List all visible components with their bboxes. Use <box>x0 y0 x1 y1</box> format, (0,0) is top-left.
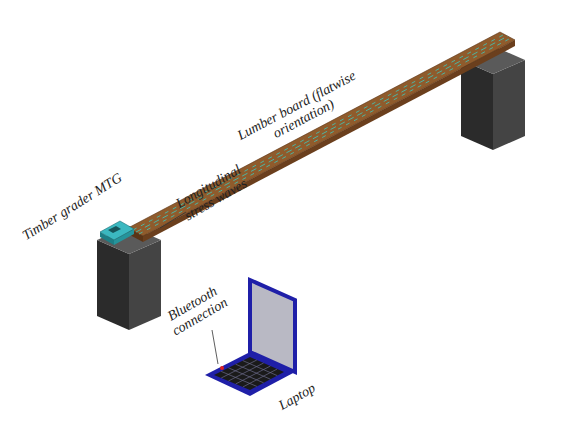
connection-label: Bluetooth connection <box>152 276 240 344</box>
bluetooth-dot <box>220 366 224 370</box>
stress-wave <box>133 34 505 230</box>
keyboard-line <box>243 361 277 376</box>
stress-wave <box>136 36 508 232</box>
laptop-base <box>205 352 295 396</box>
laptop-label: Laptop <box>276 380 318 413</box>
laptop-keyboard <box>214 357 284 390</box>
keyboard-grid <box>221 360 277 387</box>
support-block <box>97 240 129 330</box>
leader-line <box>212 330 218 364</box>
support-block <box>129 240 161 330</box>
lumber-board <box>128 32 515 236</box>
keyboard-line <box>236 364 271 379</box>
keyboard-line <box>243 369 277 387</box>
wave-label: Longitudinal stress waves <box>165 157 260 229</box>
support-block <box>461 60 493 150</box>
keyboard-line <box>221 371 257 386</box>
stress-wave <box>139 38 511 234</box>
timber-grader <box>108 226 121 233</box>
keyboard-line <box>228 368 263 383</box>
support-block <box>493 60 525 150</box>
lumber-board <box>143 40 515 242</box>
timber-grader <box>100 221 134 240</box>
